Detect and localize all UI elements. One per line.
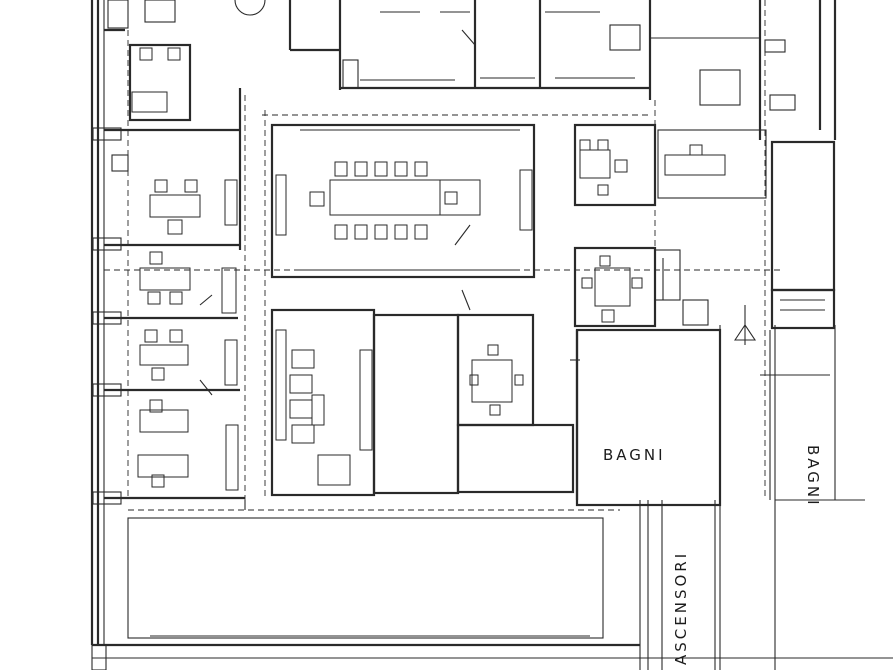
- right-shafts: [733, 140, 836, 500]
- bagni-block: [570, 325, 865, 670]
- outer-walls: [90, 0, 893, 670]
- lower-open-space: [127, 500, 716, 670]
- bagni-side-label: BAGNI: [804, 445, 822, 508]
- mid-section: [270, 289, 575, 497]
- bagni-main-label: BAGNI: [603, 446, 666, 464]
- right-meeting-rooms: [573, 123, 767, 328]
- ascensori-label: ASCENSORI: [672, 551, 690, 665]
- conference-room: [270, 123, 536, 279]
- left-offices: [92, 43, 245, 505]
- corridor-lines: [104, 0, 780, 511]
- top-offices: [104, 0, 837, 140]
